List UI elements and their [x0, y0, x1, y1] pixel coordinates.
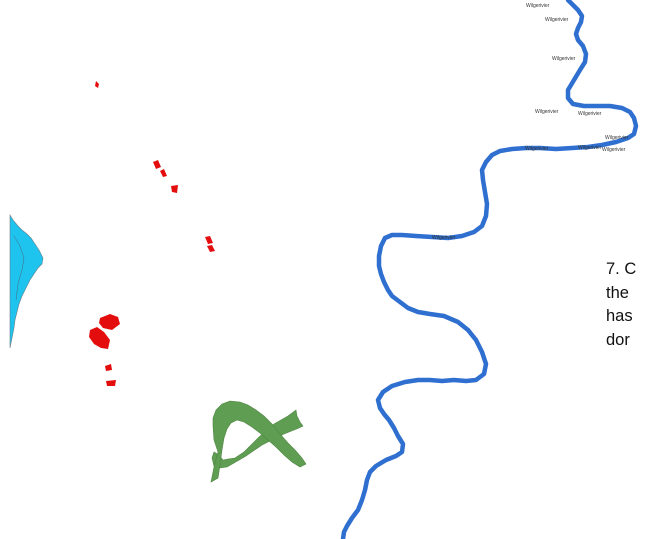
- red-feature[interactable]: [89, 327, 110, 349]
- river-label: Wilgerivier: [578, 111, 602, 117]
- river-label: Wilgerivier: [605, 135, 629, 141]
- caption-text: 7. C the has dor: [606, 258, 651, 352]
- red-feature[interactable]: [160, 169, 167, 177]
- river-label: Wilgerivier: [578, 145, 602, 151]
- red-feature[interactable]: [106, 380, 116, 386]
- red-feature[interactable]: [153, 160, 161, 169]
- river-label: Wilgerivier: [526, 3, 550, 9]
- red-feature[interactable]: [99, 314, 120, 330]
- river-label: Wilgerivier: [525, 146, 549, 152]
- river-label: Wilgerivier: [602, 147, 626, 153]
- river-label: Wilgerivier: [535, 109, 559, 115]
- red-feature[interactable]: [171, 185, 178, 193]
- river-line[interactable]: [340, 0, 639, 539]
- lake-inner-line: [13, 235, 25, 301]
- red-feature[interactable]: [95, 81, 99, 88]
- caption-line: has: [606, 307, 633, 325]
- green-feature[interactable]: [211, 409, 304, 469]
- lake-polygon[interactable]: [9, 213, 44, 349]
- river-label: Wilgerivier: [432, 235, 456, 241]
- caption-line: dor: [606, 330, 630, 349]
- red-feature[interactable]: [207, 245, 215, 252]
- river-label: Wilgerivier: [552, 56, 576, 62]
- caption-line: 7. C: [606, 260, 637, 278]
- green-feature[interactable]: [210, 400, 307, 483]
- river-label: Wilgerivier: [545, 17, 569, 23]
- red-feature[interactable]: [205, 236, 213, 244]
- red-feature[interactable]: [105, 364, 112, 371]
- caption-line: the: [606, 283, 629, 302]
